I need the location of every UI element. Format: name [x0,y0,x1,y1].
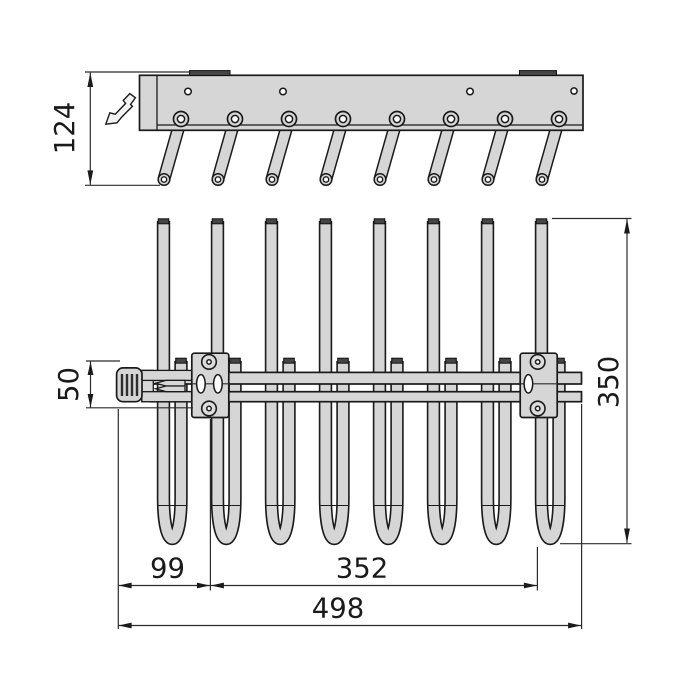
dimension-overall-length: 498 [118,593,582,629]
rail-hole [465,87,475,96]
pivot-rivet [334,110,352,128]
pivot-rivet [442,110,460,128]
slot-hole [195,373,206,394]
screw-center [534,405,541,412]
dimensions: 124 50 350 99 [49,71,632,629]
slot-hole [212,373,223,394]
dimension-front-width: 50 [53,360,193,409]
pivot-rivet [280,110,298,128]
front-slider [115,367,193,403]
dim-label-350: 350 [593,356,625,409]
mounting-tab-right [519,70,557,76]
dimension-front-offset: 99 [118,553,537,589]
slot-hole [523,373,534,394]
slider-plate-lower [141,391,193,403]
pivot-rivet [172,110,190,128]
slider-latch-upper [153,379,186,387]
rail-body [138,74,584,132]
mounting-hook-icon [104,92,137,126]
rail-profile [138,70,584,132]
dim-label-50: 50 [53,367,85,402]
dimension-rack-depth: 350 [552,217,632,545]
dim-label-124: 124 [49,102,81,155]
slider-plate-upper [141,369,193,382]
pivot-rivet [550,110,568,128]
side-view [104,70,584,186]
plan-view [115,219,583,539]
knob-ribs-icon [120,374,139,396]
dimension-bracket-span: 352 [210,553,537,589]
dim-label-352: 352 [336,553,389,585]
rail-hole [278,87,288,96]
pivot-rivet [226,110,244,128]
mounting-bracket-right [519,352,559,419]
dimension-bottom-extensions [117,404,583,629]
pivot-rivet [388,110,406,128]
pivot-rivet [496,110,514,128]
screw-center [534,358,541,365]
screw-center [206,358,212,365]
rail-hole [570,87,578,95]
mounting-tab-left [189,70,231,76]
bracket-plate [519,352,559,419]
screw-center [206,405,212,412]
mounting-bracket-left [190,352,230,419]
slider-latch-lower [153,385,186,393]
dimension-side-height: 124 [49,71,190,186]
bracket-plate [190,352,230,419]
dim-label-99: 99 [150,553,185,585]
dim-label-498: 498 [312,593,365,625]
rail-hole [183,87,193,96]
